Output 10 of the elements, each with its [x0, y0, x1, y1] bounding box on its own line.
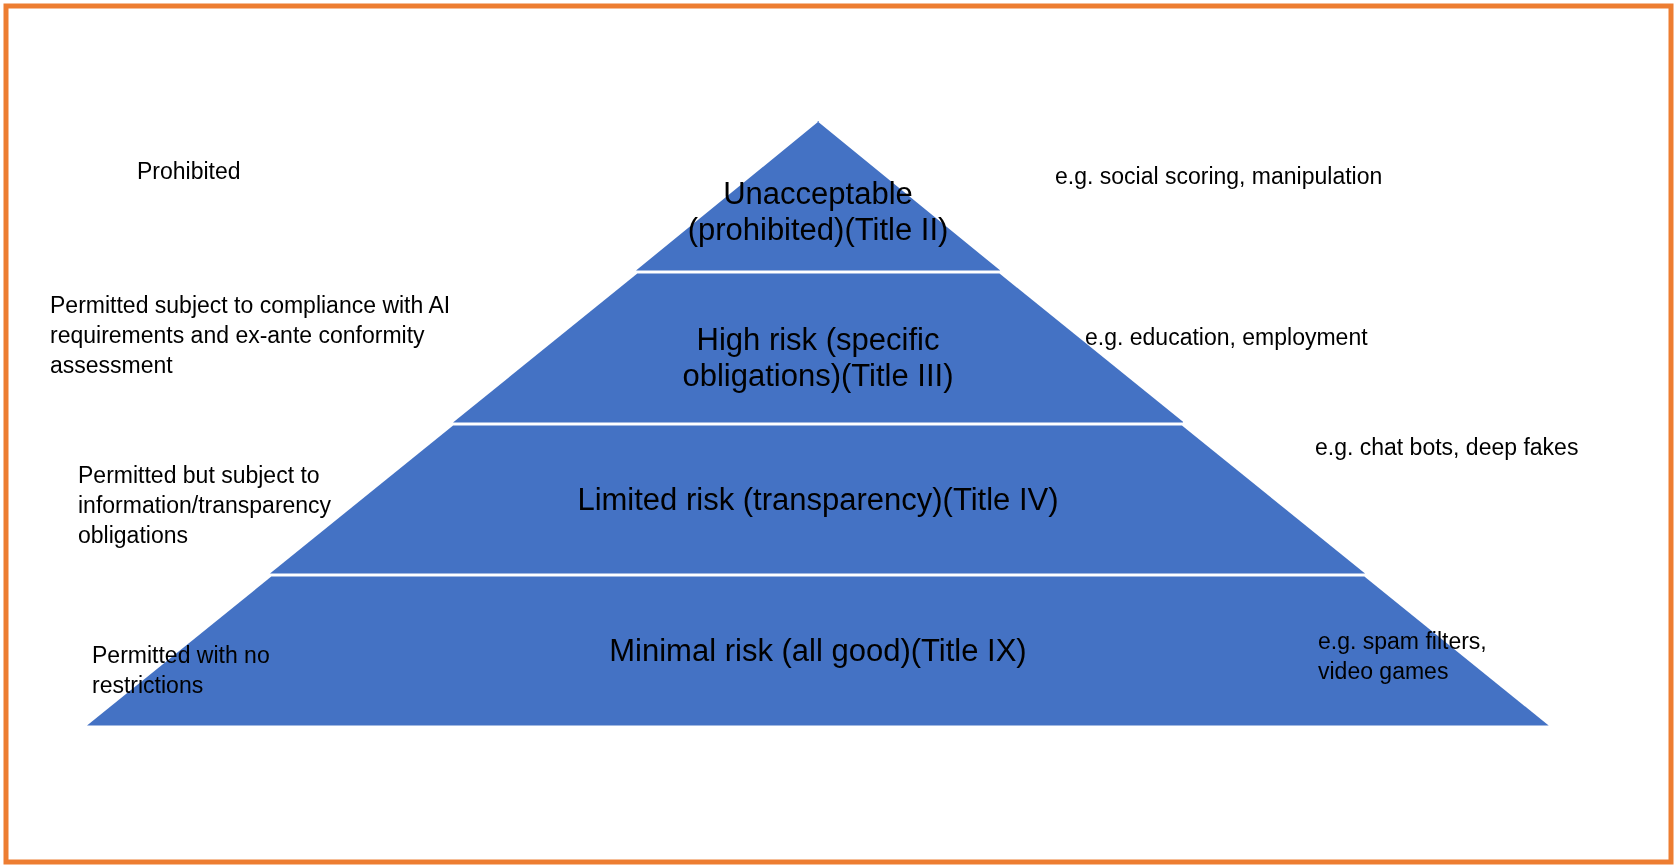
note-text: Permitted subject to compliance with AI requirements and ex-ante conformity assessment: [50, 291, 452, 380]
tier-label: High risk (specific obligations)(Title III): [681, 322, 955, 394]
tier-label: Minimal risk (all good)(Title IX): [609, 633, 1027, 669]
note-text: Permitted but subject to information/transparency obligations: [78, 461, 333, 550]
note-text: e.g. education, employment: [1085, 323, 1368, 352]
tier-label: Limited risk (transparency)(Title IV): [577, 481, 1059, 518]
note-text: e.g. chat bots, deep fakes: [1315, 433, 1579, 462]
note-text: Prohibited: [137, 157, 241, 186]
tier-label: Unacceptable (prohibited)(Title II): [686, 175, 950, 248]
note-text: e.g. social scoring, manipulation: [1055, 162, 1383, 191]
